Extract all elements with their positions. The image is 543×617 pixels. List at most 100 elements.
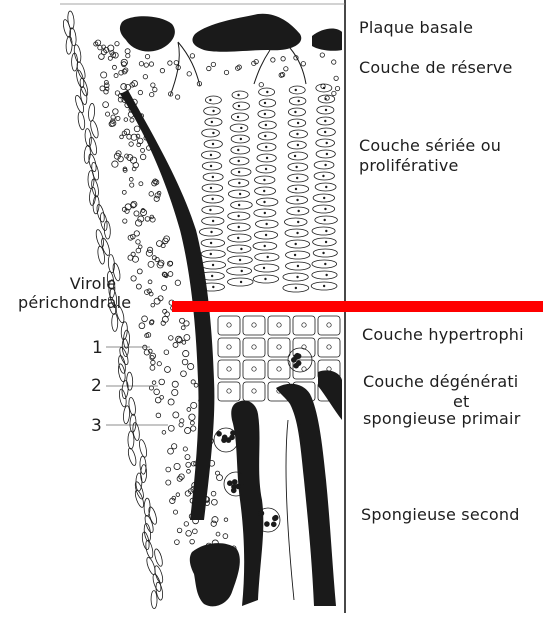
chondrocyte [173,342,178,347]
cell-nucleus [263,179,265,181]
reserve-cell [168,61,172,65]
chondrocyte [121,84,127,90]
cell-nucleus [277,345,281,349]
label-number-2: 2 [91,376,102,396]
spindle-cell [79,86,87,105]
cell-nucleus [277,323,281,327]
label-perichondrale: périchondrale [18,293,131,313]
cell-nucleus [326,153,328,155]
hypertrophic-cell [293,316,315,335]
chondrocyte [184,522,188,526]
chondrocyte [131,276,136,281]
chondrocyte [169,336,174,341]
cell-nucleus [322,175,324,177]
spindle-cell [118,389,127,408]
cell-nucleus [238,182,240,184]
chondrocyte [134,231,139,236]
cell-nucleus [295,287,297,289]
cell-nucleus [297,265,299,267]
chondrocyte [164,350,169,355]
cell-nucleus [238,204,240,206]
chondrocyte [223,534,228,539]
spindle-cell [153,548,164,567]
cell-nucleus [325,230,327,232]
chondrocyte [138,245,142,249]
chondrocyte [162,431,166,435]
column-cell [227,245,251,253]
chondrocyte [187,408,191,412]
spindle-cell [134,489,146,508]
cell-nucleus [324,263,326,265]
chondrocyte [145,217,150,222]
reserve-cell [138,90,142,94]
cell-nucleus [266,157,268,159]
label-spongieuse-primaire: spongieuse primair [363,409,520,429]
chondrocyte [129,177,133,181]
cell-nucleus [326,142,328,144]
basal-blob [120,16,175,51]
chondrocyte [176,493,180,497]
spindle-cell [147,506,158,525]
hypertrophic-cell [268,338,290,357]
marrow-cell [296,360,302,366]
reserve-cell [332,60,336,64]
chondrocyte [140,154,146,160]
chondrocyte [130,118,134,122]
chondrocyte [168,272,173,277]
cell-nucleus [263,267,265,269]
cell-nucleus [324,131,326,133]
cell-nucleus [327,323,331,327]
chondrocyte [150,217,155,222]
cell-nucleus [210,231,212,233]
column-cell [312,227,335,235]
chondrocyte [137,138,143,144]
hypertrophic-cell [318,338,340,357]
column-cell [313,249,337,257]
cell-nucleus [296,177,298,179]
chondrocyte [112,65,116,69]
chondrocyte [173,510,177,514]
cell-nucleus [295,166,297,168]
cell-nucleus [263,190,265,192]
reserve-cell [335,86,339,90]
chondrocyte [148,261,154,267]
spindle-cell [97,246,106,265]
cell-nucleus [324,208,326,210]
cell-nucleus [266,91,268,93]
spindle-cell [112,313,118,331]
cell-nucleus [295,188,297,190]
label-couche-seriee: Couche sériée ou [359,136,501,156]
label-number-1: 1 [92,338,103,358]
basal-blob [192,14,301,52]
spindle-cell [66,36,73,54]
chondrocyte [188,363,194,369]
column-cell [258,110,275,118]
chondrocyte [173,412,179,418]
cell-nucleus [297,221,299,223]
cell-nucleus [323,219,325,221]
label-plaque-basale: Plaque basale [359,18,473,38]
chondrocyte [124,118,128,122]
chondrocyte [172,389,178,395]
cell-nucleus [237,94,239,96]
chondrocyte [149,192,154,197]
chondrocyte [187,469,191,473]
column-cell [233,102,250,110]
reserve-cell [207,66,211,70]
chondrocyte [129,142,133,146]
cell-nucleus [264,245,266,247]
hypertrophic-cell [218,316,240,335]
chondrocyte [166,467,171,472]
column-cell [201,250,225,258]
reserve-cell [211,62,215,66]
chondrocyte [186,531,192,537]
chondrocyte [184,334,190,340]
chondrocyte [154,298,160,304]
chondrocyte [136,240,140,244]
marrow-cell [272,516,278,522]
chondrocyte [162,316,168,322]
chondrocyte [181,371,187,377]
hypertrophic-cell [243,360,265,379]
cell-nucleus [211,121,213,123]
